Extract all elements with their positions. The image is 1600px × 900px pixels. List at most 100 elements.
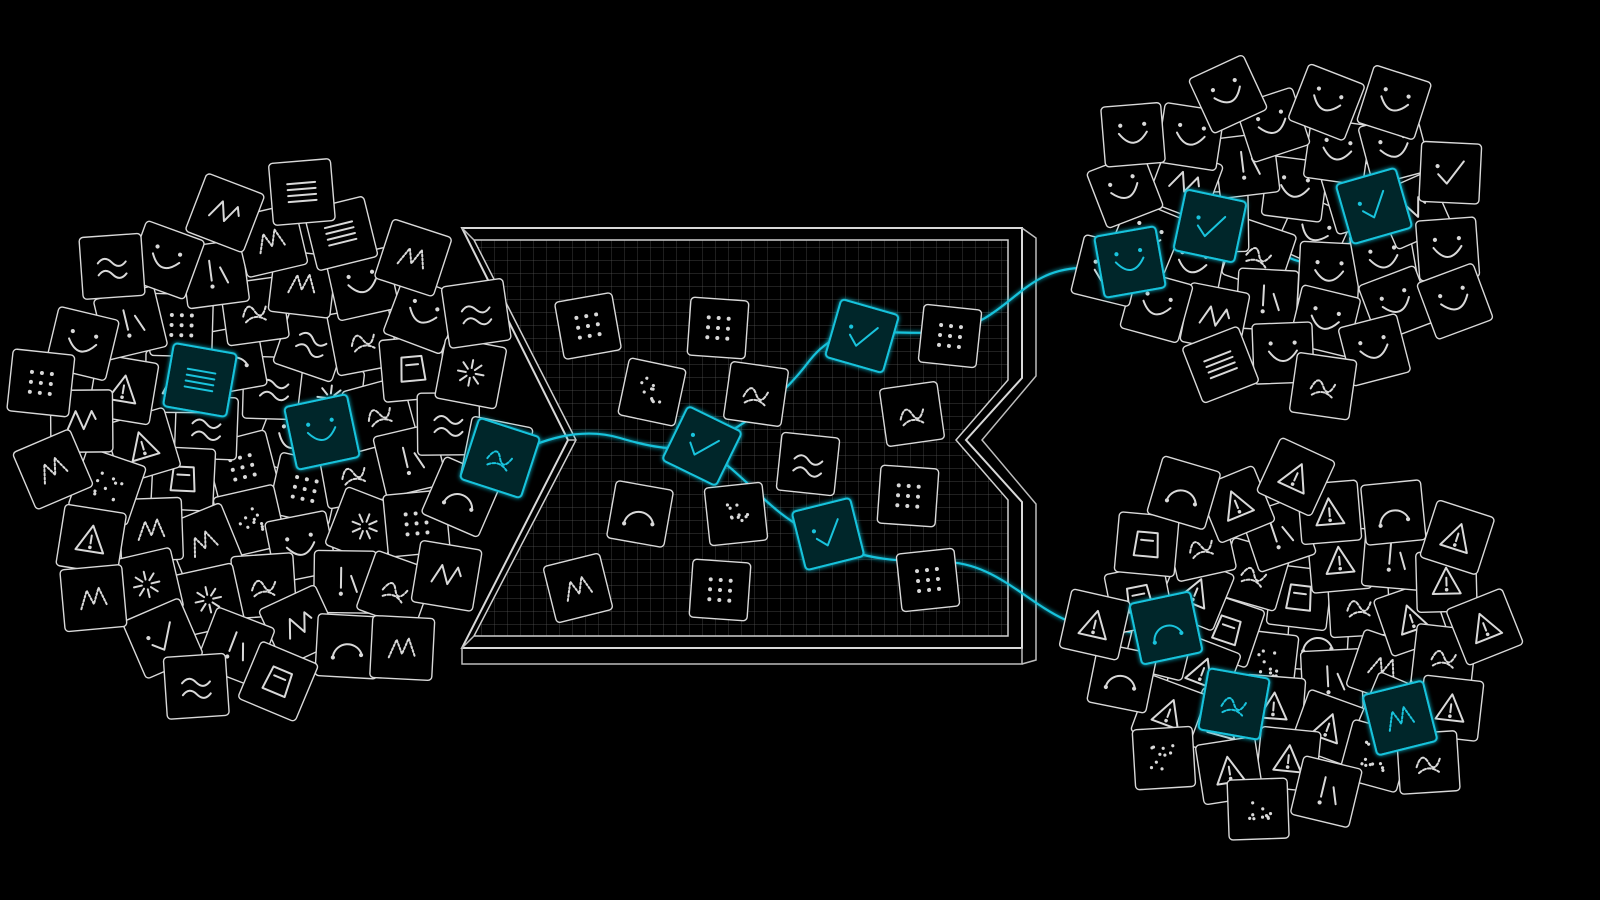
frame-icon (169, 465, 196, 493)
checkmark-icon (1357, 189, 1385, 219)
rejected-card (1226, 777, 1290, 841)
exclaim-icon (1317, 776, 1337, 806)
warning-icon (131, 431, 161, 463)
lines-icon (1203, 350, 1238, 380)
arc-icon (1164, 489, 1198, 507)
board-rim-right (981, 227, 1037, 665)
input-card (78, 232, 146, 300)
smile-icon (1142, 291, 1173, 316)
burst-icon (640, 376, 662, 404)
checkmark-icon (848, 324, 879, 347)
warning-icon (74, 524, 105, 555)
board-card (723, 361, 789, 427)
smile-icon (346, 269, 377, 294)
scribble-icon (1415, 756, 1442, 775)
zigzag-icon (208, 200, 240, 223)
accepted-card (1418, 140, 1483, 205)
dots-icon (27, 369, 54, 396)
rejected-card (1086, 642, 1158, 714)
smile-icon (1322, 137, 1353, 161)
frame-icon (261, 665, 294, 699)
dots-icon (707, 577, 733, 603)
smile-icon (151, 244, 183, 270)
squiggle-icon (387, 637, 416, 659)
warning-icon (1439, 523, 1468, 555)
smile-icon (285, 532, 316, 556)
smile-icon (1379, 288, 1410, 313)
burst-icon (1248, 801, 1273, 821)
smile-icon (1432, 236, 1463, 258)
squiggle-icon (287, 273, 316, 295)
rejected-card-highlighted (1197, 667, 1271, 741)
rejected-card (1113, 511, 1180, 578)
board-card (688, 558, 752, 622)
input-card (238, 641, 319, 722)
board-card-highlighted (824, 298, 900, 374)
scribble-icon (1220, 697, 1248, 717)
lines-icon (183, 367, 217, 393)
card-clusters (6, 54, 1524, 841)
input-card (268, 158, 336, 226)
scribble-icon (486, 450, 514, 472)
squiggle-icon (80, 586, 109, 611)
wave-icon (460, 305, 493, 326)
rejected-card (1256, 437, 1336, 517)
accepted-card (1288, 63, 1365, 141)
board-card-highlighted (791, 497, 865, 571)
warning-icon (1315, 497, 1346, 527)
scribble-icon (350, 332, 376, 353)
checkmark-icon (1196, 215, 1227, 238)
input-card (68, 447, 147, 526)
smile-icon (1114, 247, 1145, 271)
wave-icon (181, 677, 212, 699)
smile-icon (1358, 335, 1389, 359)
checkmark-icon (689, 432, 720, 456)
rejected-card (1290, 755, 1363, 828)
rejected-card (1146, 455, 1221, 530)
arc-icon (330, 643, 364, 660)
dots-icon (895, 483, 921, 509)
smile-icon (1175, 122, 1206, 146)
dots-icon (937, 323, 963, 349)
arc-icon (1103, 674, 1137, 691)
zigzag-icon (430, 564, 462, 586)
dots-icon (290, 475, 319, 503)
squiggle-icon (137, 518, 166, 541)
zigzag-icon (1168, 170, 1200, 193)
rejected-card-highlighted (1362, 680, 1438, 756)
input-card (185, 173, 265, 253)
board-card (917, 303, 983, 369)
wave-icon (295, 331, 328, 359)
board-card (686, 296, 750, 360)
board-card (617, 357, 687, 427)
input-card-highlighted (283, 393, 361, 471)
exclaim-icon (1260, 284, 1280, 314)
scribble-icon (1245, 247, 1273, 269)
dots-icon (705, 315, 731, 341)
wave-icon (792, 454, 824, 478)
warning-icon (1475, 612, 1504, 645)
smile-icon (1314, 260, 1345, 282)
burst-icon (1257, 649, 1279, 678)
squiggle-icon (1388, 705, 1416, 732)
exclaim-icon (208, 259, 230, 289)
warning-icon (1325, 545, 1356, 575)
wave-icon (191, 418, 222, 442)
warning-icon (1309, 713, 1338, 745)
smile-icon (1117, 121, 1148, 144)
lines-icon (323, 220, 358, 247)
board-card (879, 381, 945, 447)
accepted-card (1415, 216, 1481, 282)
scribble-icon (742, 387, 770, 407)
scribble-icon (242, 304, 267, 324)
board-card (876, 464, 940, 528)
input-card (12, 429, 94, 510)
smile-icon (1368, 245, 1399, 269)
zigzag-icon (1198, 305, 1231, 327)
frame-icon (1211, 614, 1242, 647)
scribble-icon (899, 407, 925, 427)
exclaim-icon (1326, 665, 1346, 695)
input-card-highlighted (459, 417, 541, 499)
smile-icon (1438, 285, 1469, 311)
